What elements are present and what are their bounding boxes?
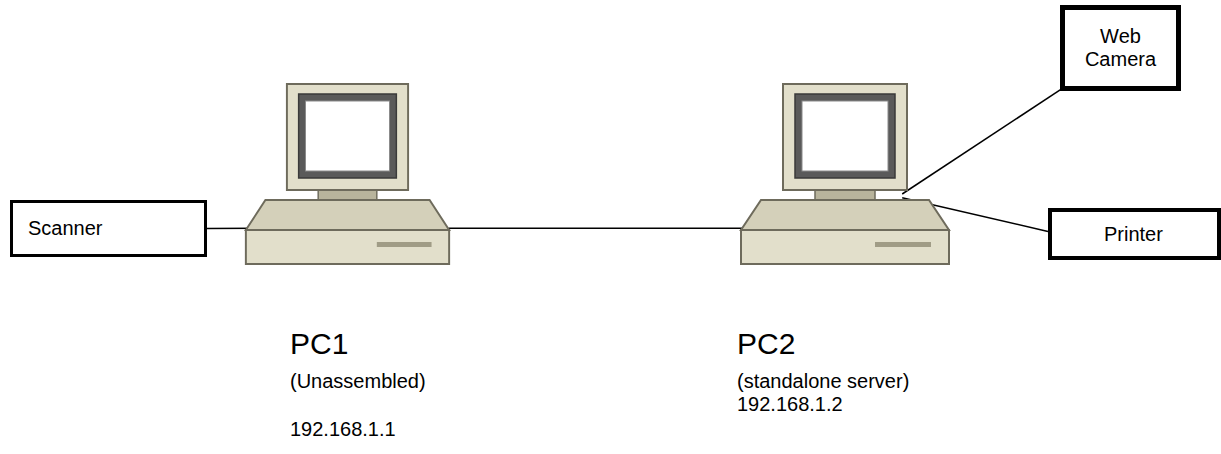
drive-slot [875, 242, 931, 247]
screen [305, 101, 389, 171]
computer-node: PC1(Unassembled)192.168.1.1 [240, 80, 455, 270]
device-label: Scanner [28, 217, 103, 240]
computer-icon [735, 80, 955, 270]
ip-address: 192.168.1.1 [290, 418, 396, 441]
drive-slot [377, 242, 432, 247]
cable-line [902, 88, 1062, 194]
computer-name: PC1 [290, 327, 348, 362]
computer-role: (standalone server) [737, 370, 909, 393]
monitor-case [287, 84, 408, 190]
cable-line [449, 227, 757, 229]
screen [802, 101, 888, 171]
device-label: Web Camera [1073, 25, 1168, 71]
device-box: Web Camera [1060, 5, 1181, 91]
computer-role: (Unassembled) [290, 370, 426, 393]
case-top [246, 200, 449, 230]
screen-bezel [795, 94, 895, 178]
case-front [246, 230, 449, 264]
case-top [741, 200, 949, 230]
monitor-case [783, 84, 907, 190]
screen-bezel [299, 94, 397, 178]
device-box: Printer [1048, 208, 1221, 260]
device-label: Printer [1104, 223, 1163, 246]
case-front [741, 230, 949, 264]
device-box: Scanner [10, 200, 207, 257]
computer-icon [240, 80, 455, 270]
ip-address: 192.168.1.2 [737, 393, 843, 416]
computer-node: PC2(standalone server)192.168.1.2 [735, 80, 955, 270]
computer-name: PC2 [737, 327, 795, 362]
